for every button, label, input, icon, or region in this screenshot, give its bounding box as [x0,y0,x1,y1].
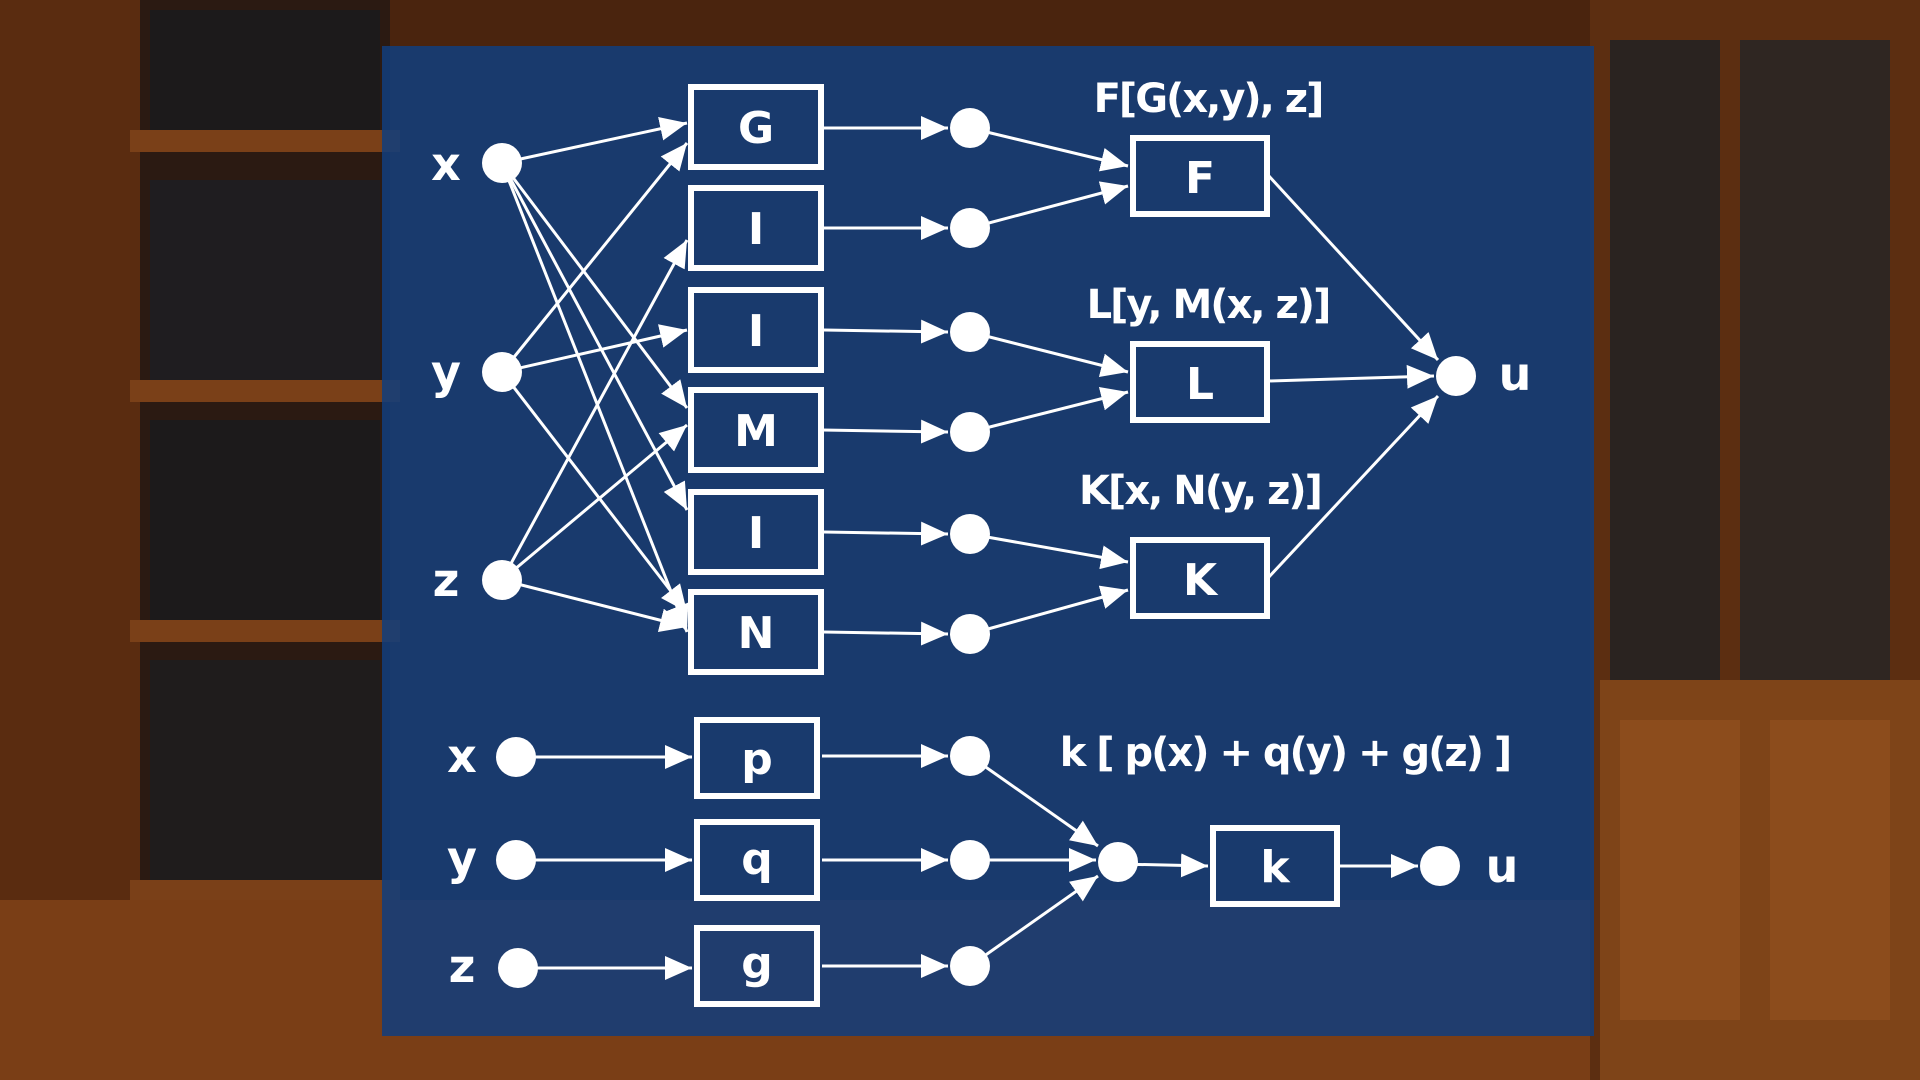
box-q [694,819,820,901]
input-node-z-bottom [498,948,538,988]
box-label-N: N [738,608,775,659]
box-label-q: q [741,834,773,885]
sum-node [1098,842,1138,882]
bottom-network-edges [516,744,1418,980]
input-label-z-bottom: z [449,939,476,993]
top-network-edges [500,116,1440,646]
box-g [694,925,820,1007]
box-label-I-1: I [748,204,764,255]
input-label-y-bottom: y [447,831,477,885]
expression-k: k [ p(x) + q(y) + g(z) ] [1060,730,1510,776]
box-label-g: g [741,938,773,989]
output-node-u-top [1436,356,1476,396]
input-node-y-bottom [496,840,536,880]
box-G [688,84,824,170]
top-intermediate-nodes [950,108,990,654]
box-p [694,717,820,799]
input-label-x-bottom: x [447,729,477,783]
box-I-2 [688,287,824,373]
input-node-z [482,560,522,600]
bottom-intermediate-nodes [950,736,990,986]
box-N [688,589,824,675]
box-label-p: p [741,734,773,785]
box-L [1130,341,1270,423]
box-label-L: L [1186,359,1214,410]
box-label-K: K [1183,555,1219,606]
input-node-y [482,352,522,392]
box-F [1130,135,1270,217]
box-label-G: G [738,103,774,154]
expression-K: K[x, N(y, z)] [1079,468,1321,514]
box-label-F: F [1185,153,1215,204]
output-node-u-bottom [1420,846,1460,886]
box-K [1130,537,1270,619]
expression-L: L[y, M(x, z)] [1087,282,1330,328]
input-node-x [482,143,522,183]
box-label-I-2: I [748,306,764,357]
box-k [1210,825,1340,907]
box-label-k: k [1260,842,1291,893]
box-M [688,387,824,473]
input-label-y: y [431,345,461,399]
box-I-3 [688,489,824,575]
box-I-1 [688,185,824,271]
input-node-x-bottom [496,737,536,777]
input-label-x: x [431,137,461,191]
output-label-u-bottom: u [1486,839,1519,893]
book-rows-left [130,10,400,920]
output-label-u-top: u [1499,347,1532,401]
box-label-M: M [734,406,778,457]
box-label-I-3: I [748,508,764,559]
input-label-z: z [433,553,460,607]
expression-F: F[G(x,y), z] [1094,76,1323,122]
